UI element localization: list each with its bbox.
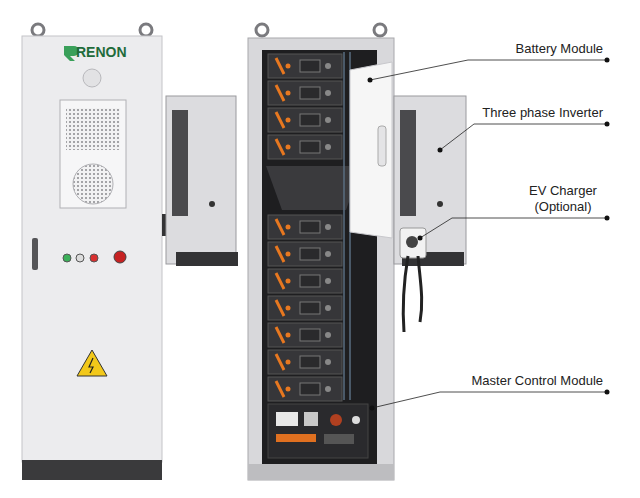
battery-module-drawing (268, 242, 342, 266)
battery-module-drawing (268, 323, 342, 347)
battery-module-drawing (268, 269, 342, 293)
callout-label: Master Control Module (472, 373, 604, 389)
battery-module-drawing (268, 350, 342, 374)
callout-label: EV Charger (Optional) (523, 183, 603, 215)
battery-module-drawing (268, 54, 342, 78)
callout-label: Battery Module (516, 41, 603, 57)
battery-module-drawing (268, 296, 342, 320)
callout-label: Three phase Inverter (482, 105, 603, 121)
battery-module-drawing (268, 377, 342, 401)
battery-module-drawing (268, 108, 342, 132)
brand-logo-text: RENON (76, 44, 127, 60)
battery-module-drawing (268, 135, 342, 159)
battery-module-drawing (268, 81, 342, 105)
battery-module-drawing (268, 215, 342, 239)
